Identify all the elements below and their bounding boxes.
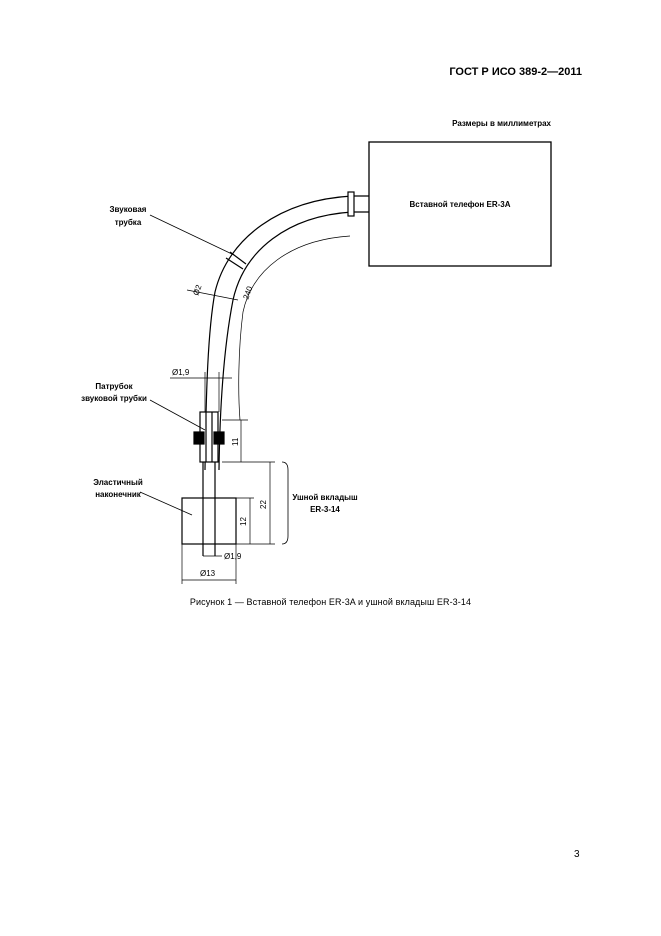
dim-tip-len: 12 [239,517,248,526]
units-note: Размеры в миллиметрах [452,119,551,128]
tip-dia-dim [181,544,237,584]
nipple-label-2: звуковой трубки [81,394,147,403]
nipple-leader [149,399,206,431]
dim-nipple-dia: Ø1,9 [172,368,190,377]
elastic-label-2: наконечник [95,490,142,499]
sound-tube-label-1: Звуковая [110,205,147,214]
elastic-label-1: Эластичный [93,478,143,487]
elastic-leader [139,491,193,516]
standard-designation: ГОСТ Р ИСО 389-2—2011 [449,66,582,78]
insert-len-dim [236,462,275,545]
page-number: 3 [574,849,580,860]
dim-tube-dia: Ø2 [191,283,203,297]
earphone-label: Вставной телефон ER-3A [409,200,510,209]
ear-insert-label-2: ER-3-14 [310,505,340,514]
nipple-len-dim [222,419,275,463]
figure-caption: Рисунок 1 — Вставной телефон ER-3A и ушн… [189,597,472,607]
tube-break-marks [225,191,355,270]
tube-dia-dim-line [186,289,239,301]
dim-bore-dia: Ø1,9 [224,552,242,561]
nipple-dia-dim [170,372,232,412]
dim-tube-len: 240 [241,285,254,301]
ear-insert-bracket [281,461,289,545]
nipple [193,411,225,463]
earphone-box [368,141,552,267]
dim-nipple-len: 11 [231,437,240,446]
dim-tip-dia: Ø13 [200,569,216,578]
dim-insert-len: 22 [259,500,268,509]
ear-insert-label-1: Ушной вкладыш [292,493,358,502]
sound-tube [204,195,369,471]
sound-tube-leader [149,214,235,256]
nipple-label-1: Патрубок [95,382,133,391]
tip-len-dim [236,497,254,544]
tube-centerline [238,235,351,421]
ear-tip [181,462,237,556]
sound-tube-label-2: трубка [115,218,142,227]
